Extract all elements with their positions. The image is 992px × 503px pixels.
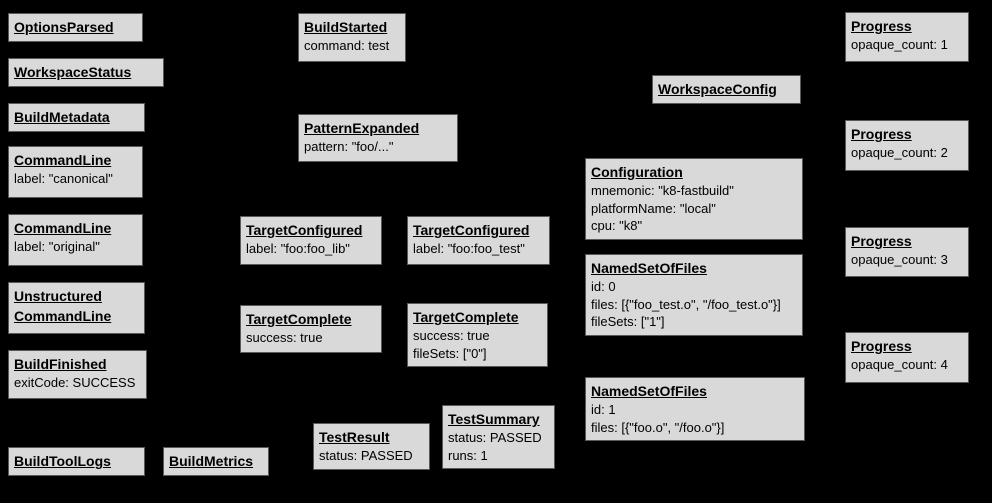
node-field: status: PASSED [448,430,542,445]
node-title: TargetConfigured [246,222,363,238]
node-field: opaque_count: 4 [851,357,948,372]
node-field: label: "canonical" [14,171,113,186]
node-title: WorkspaceConfig [658,81,777,97]
event-node-commandline-3: CommandLine label: "canonical" [8,146,143,198]
node-field: id: 0 [591,279,616,294]
node-field: opaque_count: 2 [851,145,948,160]
event-node-targetconfigured-12: TargetConfigured label: "foo:foo_test" [407,216,550,265]
node-title: BuildFinished [14,356,107,372]
node-field: status: PASSED [319,448,413,463]
node-title: OptionsParsed [14,19,114,35]
event-node-progress-21: Progress opaque_count: 1 [845,12,969,62]
node-title: TestResult [319,429,390,445]
event-node-progress-22: Progress opaque_count: 2 [845,120,969,171]
node-title: Progress [851,338,912,354]
node-title: BuildMetadata [14,109,110,125]
node-field: mnemonic: "k8-fastbuild" [591,183,734,198]
node-title: PatternExpanded [304,120,420,136]
event-node-targetconfigured-11: TargetConfigured label: "foo:foo_lib" [240,216,382,265]
event-node-buildmetadata-2: BuildMetadata [8,103,145,132]
event-node-optionsparsed-0: OptionsParsed [8,13,143,42]
node-field: cpu: "k8" [591,218,643,233]
event-node-targetcomplete-13: TargetComplete success: true [240,305,382,353]
node-title: Progress [851,233,912,249]
event-node-workspaceconfig-17: WorkspaceConfig [652,75,801,104]
node-field: fileSets: ["0"] [413,345,487,361]
event-node-progress-23: Progress opaque_count: 3 [845,227,969,277]
event-node-buildstarted-9: BuildStarted command: test [298,13,406,62]
event-node-progress-24: Progress opaque_count: 4 [845,332,969,383]
node-field: opaque_count: 3 [851,252,948,267]
node-title: BuildStarted [304,19,388,35]
event-node-buildtoollogs-7: BuildToolLogs [8,447,145,476]
node-title: CommandLine [14,220,112,236]
node-title: BuildToolLogs [14,453,111,469]
node-title: TargetComplete [246,311,352,327]
node-title: Configuration [591,164,683,180]
node-field: label: "foo:foo_test" [413,241,525,256]
event-node-testresult-15: TestResult status: PASSED [313,423,430,470]
node-title: Progress [851,18,912,34]
node-field: command: test [304,38,390,53]
node-title: TestSummary [448,411,540,427]
event-node-namedsetoffiles-19: NamedSetOfFiles id: 0 files: [{"foo_test.o… [585,254,803,336]
node-title: NamedSetOfFiles [591,383,707,399]
event-node-patternexpanded-10: PatternExpanded pattern: "foo/..." [298,114,458,162]
node-title: Progress [851,126,912,142]
node-field: success: true [413,328,490,343]
node-field: success: true [246,330,323,345]
node-field: label: "foo:foo_lib" [246,241,350,256]
node-field: exitCode: SUCCESS [14,375,136,390]
node-title: CommandLine [14,152,112,168]
event-node-namedsetoffiles-20: NamedSetOfFiles id: 1 files: [{"foo.o", "/… [585,377,805,441]
event-node-buildfinished-6: BuildFinished exitCode: SUCCESS [8,350,147,399]
event-node-commandline-4: CommandLine label: "original" [8,214,143,266]
event-node-configuration-18: Configuration mnemonic: "k8-fastbuild" pla… [585,158,803,240]
node-field: runs: 1 [448,447,488,463]
node-field: id: 1 [591,402,616,417]
node-field: fileSets: ["1"] [591,314,665,329]
node-field: label: "original" [14,239,100,254]
event-node-buildmetrics-8: BuildMetrics [163,447,269,476]
node-title: TargetConfigured [413,222,530,238]
node-field: pattern: "foo/..." [304,139,394,154]
node-field: files: [{"foo_test.o", "/foo_test.o"}] [591,296,781,312]
node-title: TargetComplete [413,309,519,325]
event-node-targetcomplete-14: TargetComplete success: true fileSets: ["0… [407,303,548,367]
event-node-testsummary-16: TestSummary status: PASSED runs: 1 [442,405,555,469]
node-title: WorkspaceStatus [14,64,132,80]
node-title: NamedSetOfFiles [591,260,707,276]
node-field: platformName: "local" [591,200,716,216]
event-node-workspacestatus-1: WorkspaceStatus [8,58,164,87]
node-field: opaque_count: 1 [851,37,948,52]
node-title: BuildMetrics [169,453,254,469]
node-field: files: [{"foo.o", "/foo.o"}] [591,419,725,435]
